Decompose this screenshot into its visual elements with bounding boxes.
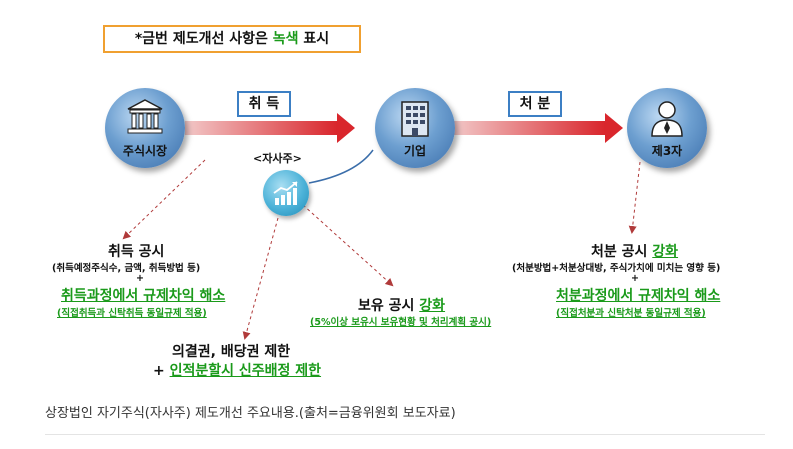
acquire-label: 취 득 <box>248 96 280 112</box>
bank-icon <box>127 99 163 134</box>
notice-suffix: 표시 <box>298 31 330 47</box>
third-party-node: 제3자 <box>627 88 707 168</box>
holding-title-prefix: 보유 공시 <box>358 298 420 314</box>
company-label: 기업 <box>403 144 427 158</box>
notice-prefix: *금번 제도개선 사항은 <box>134 31 273 47</box>
holding-detail: (5%이상 보유시 보유현황 및 처리계획 공시) <box>310 317 492 328</box>
voting-rule-line: + 인적분할시 신주배정 제한 <box>153 360 321 380</box>
market-node: 주식시장 <box>105 88 185 168</box>
growth-chart-icon <box>273 181 298 205</box>
disposal-plus: + <box>631 273 639 284</box>
person-icon <box>651 101 683 137</box>
holding-title: 보유 공시 강화 <box>358 295 445 315</box>
disposal-title-prefix: 처분 공시 <box>591 244 653 260</box>
acquisition-title: 취득 공시 <box>108 244 165 260</box>
arrow-to-disposal <box>628 161 641 234</box>
acquisition-rule-detail: (직접취득과 신탁취득 동일규제 적용) <box>57 308 207 319</box>
notice-box: *금번 제도개선 사항은 녹색 표시 <box>103 25 361 53</box>
acquire-arrow <box>185 113 355 143</box>
holding-title-highlight: 강화 <box>419 298 446 314</box>
treasury-node <box>263 170 309 216</box>
acquisition-detail: (취득예정주식수, 금액, 취득방법 등) <box>52 263 201 274</box>
acquisition-plus: + <box>136 273 144 284</box>
caption-divider <box>45 434 765 435</box>
arrow-to-voting <box>242 217 279 340</box>
arrow-to-acquisition <box>122 159 206 240</box>
acquire-label-box: 취 득 <box>237 91 291 117</box>
disposal-rule-detail: (직접처분과 신탁처분 동일규제 적용) <box>556 308 706 319</box>
voting-rule: 인적분할시 신주배정 제한 <box>169 363 322 379</box>
disposal-detail: (처분방법+처분상대방, 주식가치에 미치는 영향 등) <box>512 263 721 274</box>
dispose-label-box: 처 분 <box>508 91 562 117</box>
disposal-title: 처분 공시 강화 <box>591 241 678 261</box>
voting-plus: + <box>153 363 170 379</box>
building-icon <box>401 101 429 137</box>
voting-title: 의결권, 배당권 제한 <box>172 344 291 360</box>
third-party-label: 제3자 <box>651 144 683 158</box>
notice-highlight: 녹색 <box>272 31 299 47</box>
dispose-label: 처 분 <box>519 96 551 112</box>
disposal-rule: 처분과정에서 규제차익 해소 <box>556 288 721 304</box>
arrow-to-holding <box>302 204 394 287</box>
acquisition-rule: 취득과정에서 규제차익 해소 <box>61 288 226 304</box>
treasury-label: <자사주> <box>253 152 302 165</box>
company-node: 기업 <box>375 88 455 168</box>
figure-caption: 상장법인 자기주식(자사주) 제도개선 주요내용.(출처=금융위원회 보도자료) <box>45 406 456 421</box>
market-label: 주식시장 <box>122 144 168 158</box>
company-treasury-link <box>308 149 374 184</box>
dispose-arrow <box>453 113 623 143</box>
disposal-title-highlight: 강화 <box>652 244 679 260</box>
